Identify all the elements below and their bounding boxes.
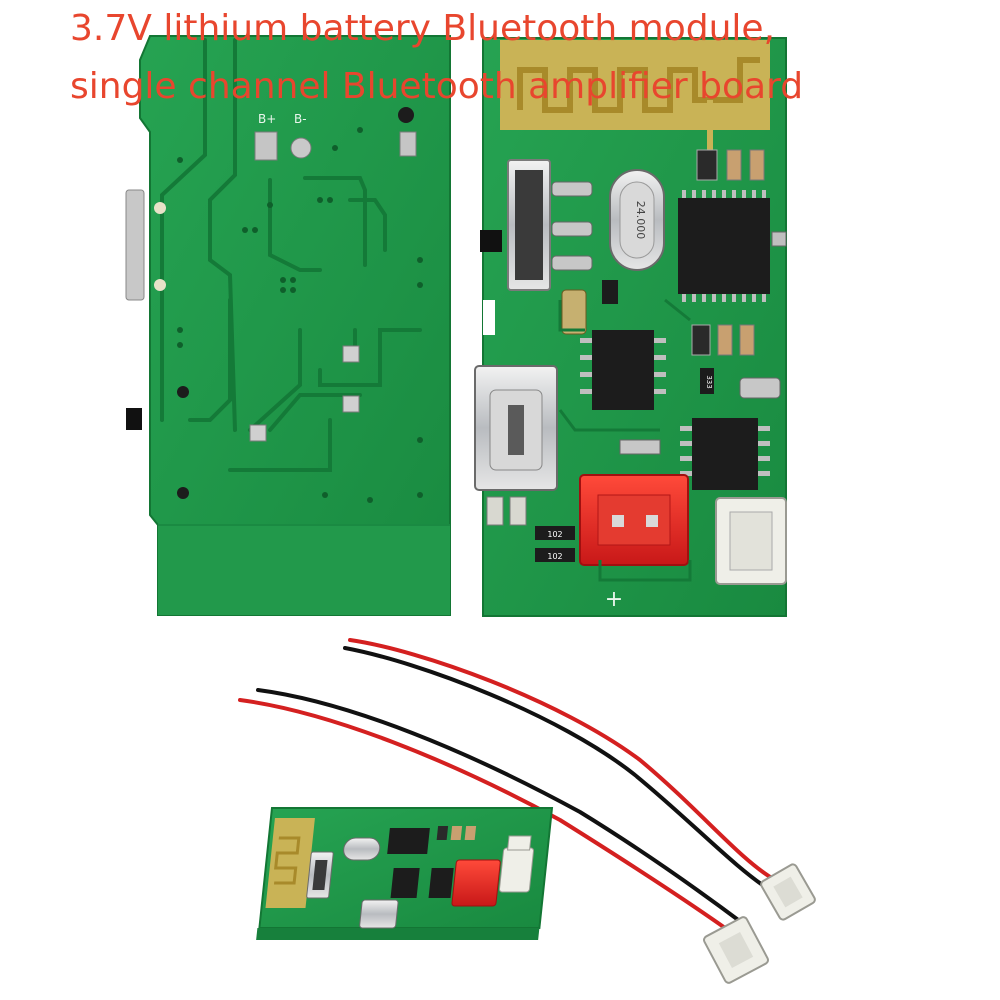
smd-components-right: 333 [691,324,781,399]
caption-line-1: 3.7V lithium battery Bluetooth module, [70,8,775,49]
board-front: 24.000 [474,37,787,617]
power-chip [692,418,758,490]
board-back: B+ B- [125,35,451,616]
resistor-code-2: 102 [547,552,562,561]
back-traces [160,38,422,472]
caption-line-2: single channel Bluetooth amplifier board [70,66,804,107]
smd-components-left [551,181,618,335]
smd-components-top [696,149,765,181]
wire-harness-top [343,638,777,892]
bluetooth-chip [678,198,770,294]
pad-label-b-minus: B- [294,112,307,126]
jst-plug-1 [760,863,816,921]
amplifier-chip [592,330,654,410]
resistor-code-1: 102 [547,530,562,539]
jst-plug-2 [703,916,769,984]
pad-label-b-plus: B+ [258,112,276,126]
resistor-code-3: 333 [705,375,713,388]
crystal-label: 24.000 [634,201,647,240]
back-vias [154,127,423,503]
front-traces [558,298,692,582]
board-assembled [256,807,554,940]
polarity-mark: + [605,587,623,612]
product-caption: 3.7V lithium battery Bluetooth module, s… [70,0,970,116]
